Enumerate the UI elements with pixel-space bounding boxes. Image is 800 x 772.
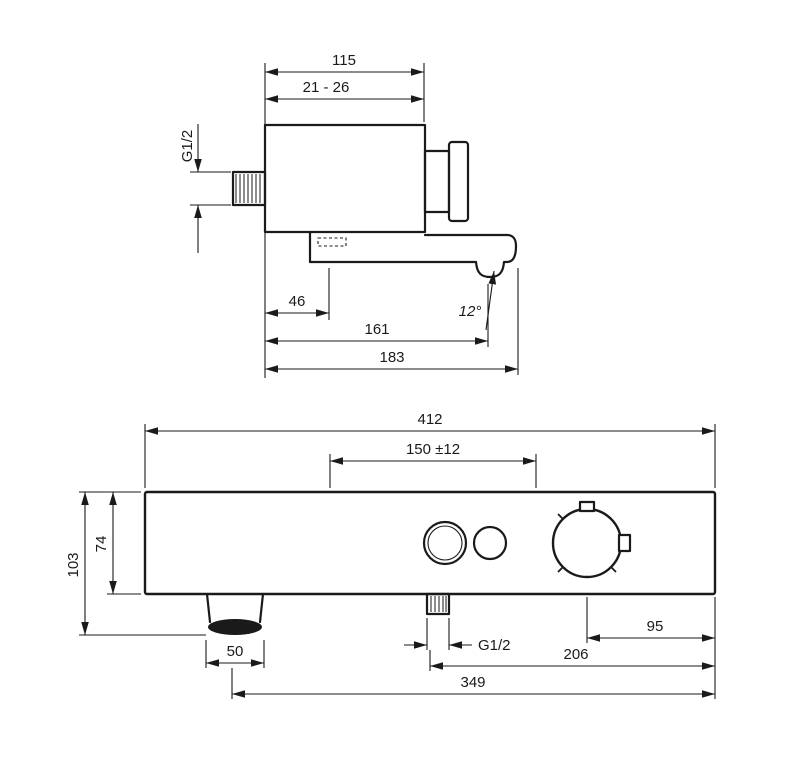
side-view-product-outline bbox=[231, 123, 518, 331]
base-foot bbox=[205, 592, 265, 635]
select-button-outer bbox=[422, 520, 468, 566]
bath-spout-side bbox=[308, 230, 518, 279]
inlet-nipple-thread-hatching bbox=[235, 174, 261, 203]
base-foot-gasket bbox=[208, 619, 262, 635]
dim-label-handle-to-edge: 95 bbox=[647, 618, 664, 635]
dim-label-overall-height: 103 bbox=[65, 552, 82, 577]
inlet-nipple bbox=[231, 170, 267, 207]
dim-label-outlet-to-edge: 206 bbox=[563, 646, 588, 663]
select-button-small bbox=[472, 525, 508, 561]
front-view-product-outline bbox=[143, 490, 717, 635]
dim-label-spout-offset: 46 bbox=[289, 293, 306, 310]
thermostat-dial bbox=[551, 507, 623, 579]
dim-label-connection-centers: 150 ±12 bbox=[406, 441, 460, 458]
front-view-dimensions: 412 150 ±12 103 74 50 G1/2 95 206 bbox=[65, 411, 716, 699]
dim-label-spout-angle: 12° bbox=[459, 303, 482, 320]
front-view: 412 150 ±12 103 74 50 G1/2 95 206 bbox=[65, 411, 717, 699]
dial-side-grip bbox=[617, 533, 632, 553]
dim-label-overall-width: 412 bbox=[417, 411, 442, 428]
side-view-dimensions: 115 21 - 26 G1/2 12° 46 161 183 bbox=[179, 52, 519, 378]
outlet-connector bbox=[425, 592, 451, 616]
dim-label-wall-clearance: 21 - 26 bbox=[303, 79, 350, 96]
dial-tick-marks bbox=[557, 513, 617, 573]
mixer-body-side bbox=[263, 123, 427, 234]
spout-angle-leader bbox=[485, 270, 497, 331]
handle-grip-side bbox=[447, 140, 470, 223]
dim-label-outlet-thread: G1/2 bbox=[478, 637, 511, 654]
dim-label-spout-reach: 161 bbox=[364, 321, 389, 338]
handle-hub-side bbox=[423, 149, 451, 214]
hidden-detail-dashed bbox=[317, 237, 347, 247]
outlet-connector-thread-hatching bbox=[430, 596, 447, 612]
dim-label-base-to-edge: 349 bbox=[460, 674, 485, 691]
select-button-inner bbox=[427, 525, 463, 561]
side-view: 115 21 - 26 G1/2 12° 46 161 183 bbox=[179, 52, 519, 378]
dim-label-depth: 115 bbox=[332, 52, 356, 69]
dim-label-base-width: 50 bbox=[227, 643, 244, 660]
dim-label-inlet-thread: G1/2 bbox=[179, 130, 196, 163]
dim-label-body-height: 74 bbox=[93, 536, 110, 553]
dial-top-marker bbox=[578, 500, 596, 513]
dim-label-overall-reach: 183 bbox=[379, 349, 404, 366]
